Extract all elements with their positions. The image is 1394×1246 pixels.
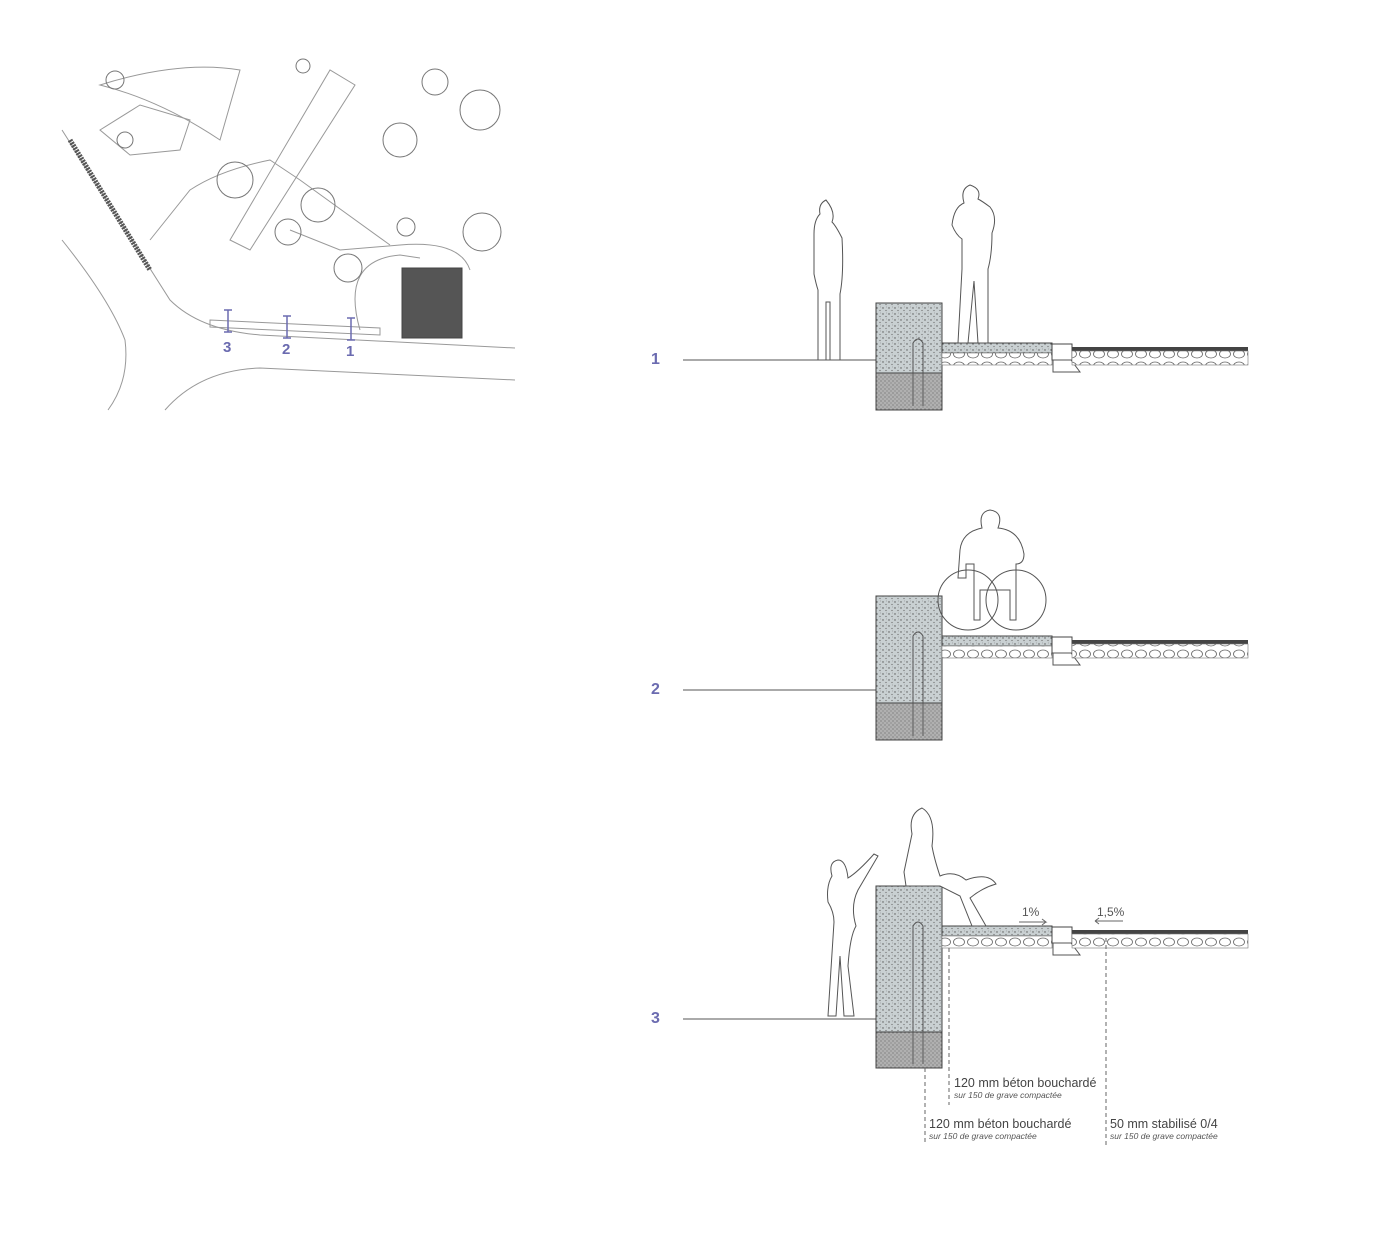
note-sub: sur 150 de grave compactée [1110,1131,1218,1141]
retaining-wall [875,885,943,1033]
retaining-wall [875,302,943,374]
note-paving: 120 mm béton bouchardé sur 150 de grave … [954,1076,1096,1100]
plan-marker-2: 2 [282,341,291,358]
slope-right-label: 1,5% [1097,905,1125,919]
note-stabilise: 50 mm stabilisé 0/4 sur 150 de grave com… [1110,1117,1218,1141]
stabilise-layer [1072,640,1248,644]
section-3 [683,885,1249,1069]
note-sub: sur 150 de grave compactée [929,1131,1037,1141]
concrete-paving [941,925,1053,937]
concrete-paving [941,635,1053,647]
section-number-2: 2 [651,681,660,698]
drain-channel [1051,926,1073,944]
seated-woman-icon [903,807,997,927]
plan-marker-3: 3 [223,339,232,356]
wheelchair-user-icon [957,509,1025,621]
footing [875,1031,943,1069]
note-main: 120 mm béton bouchardé [954,1076,1097,1090]
gravel-base [941,645,1053,659]
rebar [912,338,924,406]
footing [875,372,943,411]
plan-marker-1: 1 [346,343,355,360]
section-1 [683,302,1249,411]
stabilise-layer [1072,347,1248,351]
gravel-base [1071,643,1249,659]
drain-channel [1051,343,1073,361]
drain-channel [1051,636,1073,654]
standing-man-icon [951,184,996,344]
rebar [912,921,924,1064]
annotations [924,917,1123,1145]
retaining-wall [875,595,943,704]
slope-arrow-icon [1019,918,1048,926]
note-main: 50 mm stabilisé 0/4 [1110,1117,1218,1131]
stabilise-layer [1072,930,1248,934]
section-number-3: 3 [651,1010,660,1027]
gravel-base [1071,350,1249,366]
footing [875,702,943,741]
wheelchair-wheel-icon [985,569,1047,631]
rebar [912,631,924,736]
note-main: 120 mm béton bouchardé [929,1117,1072,1131]
site-plan [61,58,516,411]
wheelchair-wheel-icon [937,569,999,631]
gravel-base [1071,933,1249,949]
note-wall: 120 mm béton bouchardé sur 150 de grave … [929,1117,1071,1141]
slope-left-label: 1% [1022,905,1040,919]
slope-arrow-icon [1094,917,1123,925]
gravel-base [941,935,1053,949]
section-2 [683,595,1249,741]
note-sub: sur 150 de grave compactée [954,1090,1062,1100]
figures [813,184,1047,1017]
gravel-base [941,352,1053,366]
standing-person-icon [813,199,844,361]
sections [683,184,1249,1145]
section-number-1: 1 [651,351,660,368]
standing-woman-icon [827,853,879,1017]
concrete-paving [941,342,1053,354]
